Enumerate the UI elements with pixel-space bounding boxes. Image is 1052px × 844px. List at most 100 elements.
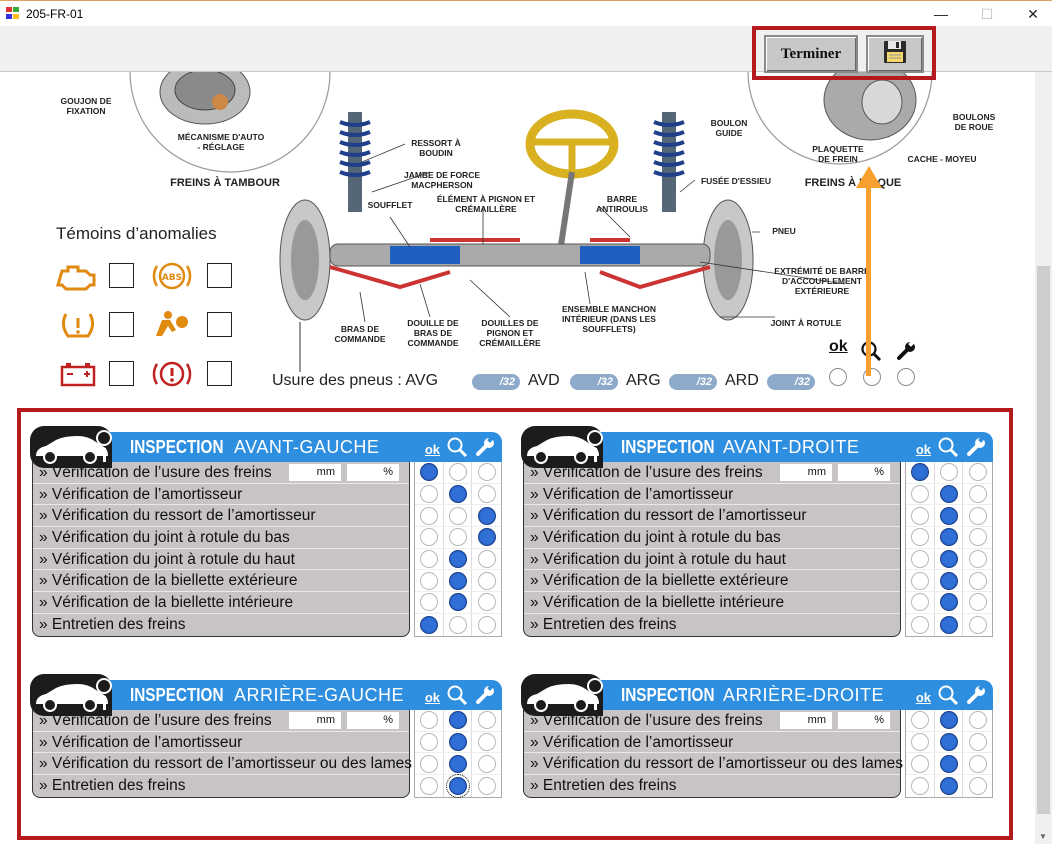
minimize-button[interactable]: — [934,6,948,22]
repair-radio[interactable] [477,593,496,612]
repair-radio[interactable] [477,506,496,525]
inspect-radio[interactable] [448,711,467,730]
repair-radio[interactable] [968,506,987,525]
tire-pressure-warning-checkbox[interactable] [109,312,134,337]
inspect-radio[interactable] [939,733,958,752]
repair-radio[interactable] [968,776,987,795]
inspect-radio[interactable] [939,776,958,795]
brake-wear-mm-input[interactable]: mm [780,464,832,481]
repair-radio[interactable] [477,615,496,634]
tire-wear-avg-input[interactable]: /32 [472,374,520,390]
brake-wear-mm-input[interactable]: mm [289,712,341,729]
inspect-radio[interactable] [939,485,958,504]
repair-radio[interactable] [968,463,987,482]
ok-radio[interactable] [419,776,438,795]
repair-radio[interactable] [477,711,496,730]
vertical-scrollbar[interactable]: ▼ [1035,72,1052,844]
inspect-radio[interactable] [939,615,958,634]
brake-warning-checkbox[interactable] [207,361,232,386]
repair-radio[interactable] [477,550,496,569]
repair-radio[interactable] [477,754,496,773]
ok-radio[interactable] [910,615,929,634]
battery-warning-checkbox[interactable] [109,361,134,386]
repair-radio[interactable] [477,528,496,547]
inspect-radio[interactable] [939,528,958,547]
airbag-warning-checkbox[interactable] [207,312,232,337]
repair-radio[interactable] [477,485,496,504]
brake-wear-mm-input[interactable]: mm [780,712,832,729]
repair-radio[interactable] [477,733,496,752]
repair-radio[interactable] [968,571,987,590]
repair-radio[interactable] [968,615,987,634]
inspect-radio[interactable] [939,463,958,482]
ok-radio[interactable] [419,528,438,547]
inspect-radio[interactable] [448,615,467,634]
ok-radio[interactable] [910,776,929,795]
repair-radio[interactable] [477,571,496,590]
close-button[interactable]: ✕ [1027,5,1039,22]
ok-radio[interactable] [910,754,929,773]
repair-radio[interactable] [968,593,987,612]
brake-wear-percent-input[interactable]: % [838,712,890,729]
tire-ok-radio[interactable] [829,368,847,386]
inspect-radio[interactable] [448,528,467,547]
repair-radio[interactable] [968,754,987,773]
inspect-radio[interactable] [939,506,958,525]
inspect-radio[interactable] [448,506,467,525]
ok-radio[interactable] [910,550,929,569]
tire-wear-avd-input[interactable]: /32 [570,374,618,390]
brake-wear-percent-input[interactable]: % [347,712,399,729]
ok-radio[interactable] [419,593,438,612]
ok-radio[interactable] [910,711,929,730]
inspect-radio[interactable] [448,733,467,752]
scroll-thumb[interactable] [1037,266,1050,814]
inspect-radio[interactable] [939,711,958,730]
ok-radio[interactable] [419,506,438,525]
inspect-radio[interactable] [939,754,958,773]
maximize-button[interactable]: ☐ [980,5,994,22]
ok-radio[interactable] [419,571,438,590]
ok-radio[interactable] [419,463,438,482]
inspect-radio[interactable] [448,754,467,773]
ok-radio[interactable] [910,593,929,612]
brake-wear-percent-input[interactable]: % [347,464,399,481]
tire-repair-radio[interactable] [897,368,915,386]
ok-radio[interactable] [910,463,929,482]
inspect-radio[interactable] [939,571,958,590]
brake-wear-mm-input[interactable]: mm [289,464,341,481]
brake-wear-percent-input[interactable]: % [838,464,890,481]
scroll-down-arrow-icon[interactable]: ▼ [1039,832,1047,841]
ok-radio[interactable] [419,733,438,752]
ok-radio[interactable] [910,485,929,504]
ok-radio[interactable] [910,733,929,752]
ok-radio[interactable] [419,754,438,773]
abs-warning-checkbox[interactable] [207,263,232,288]
engine-warning-checkbox[interactable] [109,263,134,288]
inspect-radio[interactable] [939,593,958,612]
repair-radio[interactable] [968,485,987,504]
inspect-radio[interactable] [445,773,470,798]
ok-radio[interactable] [419,485,438,504]
inspect-radio[interactable] [448,485,467,504]
ok-radio[interactable] [910,506,929,525]
repair-radio[interactable] [968,550,987,569]
inspect-radio[interactable] [448,463,467,482]
ok-radio[interactable] [419,711,438,730]
tire-wear-ard-input[interactable]: /32 [767,374,815,390]
terminer-button[interactable]: Terminer [764,35,858,73]
inspect-radio[interactable] [448,550,467,569]
repair-radio[interactable] [968,733,987,752]
inspect-radio[interactable] [448,593,467,612]
repair-radio[interactable] [477,463,496,482]
ok-radio[interactable] [419,615,438,634]
tire-wear-arg-input[interactable]: /32 [669,374,717,390]
repair-radio[interactable] [477,776,496,795]
repair-radio[interactable] [968,528,987,547]
ok-radio[interactable] [419,550,438,569]
repair-radio[interactable] [968,711,987,730]
inspect-radio[interactable] [448,571,467,590]
ok-radio[interactable] [910,571,929,590]
inspect-radio[interactable] [939,550,958,569]
save-button[interactable] [866,35,924,73]
ok-radio[interactable] [910,528,929,547]
